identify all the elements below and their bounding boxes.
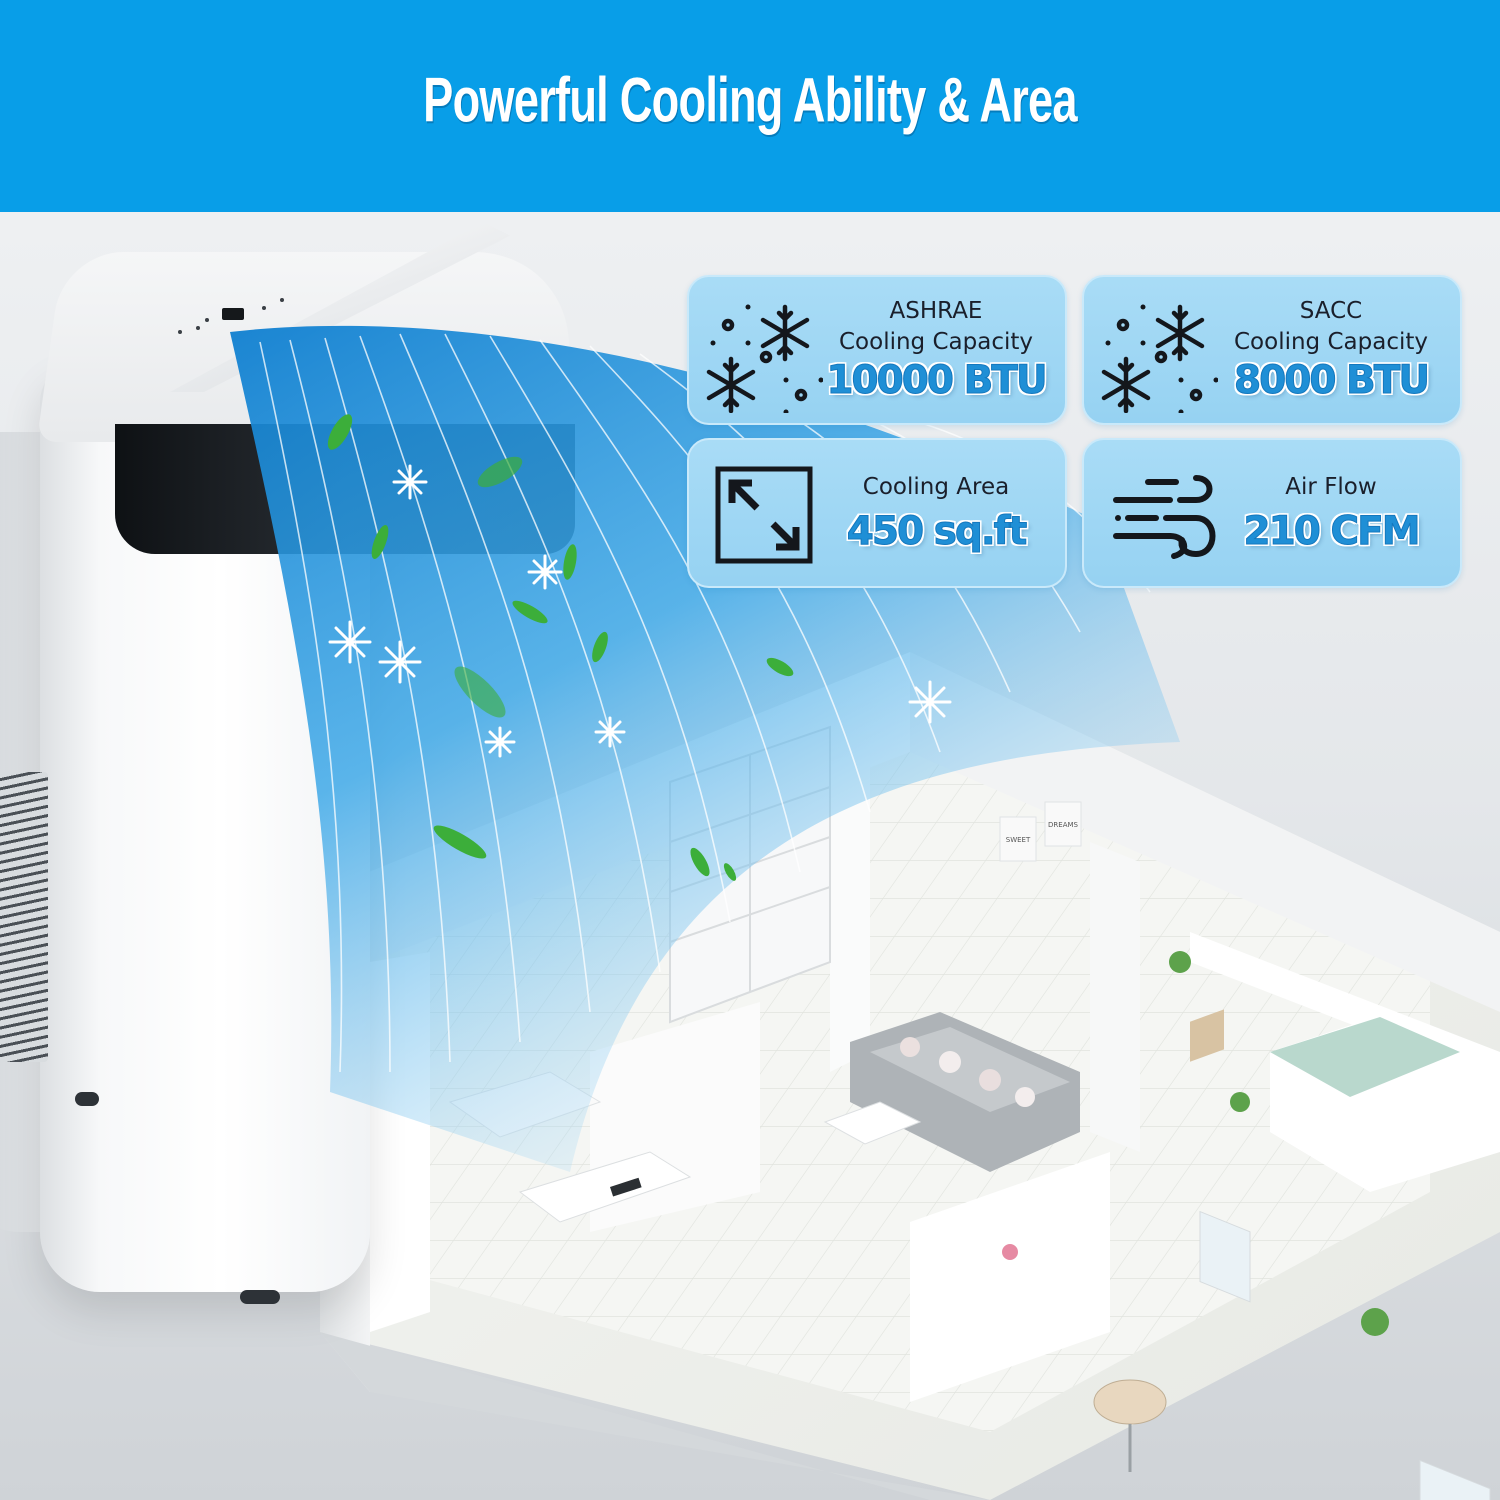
spec-text: SACC Cooling Capacity 8000 BTU: [1216, 277, 1446, 423]
header-banner: Powerful Cooling Ability & Area: [0, 0, 1500, 212]
snowflake-icon: [706, 304, 823, 413]
spec-card-air-flow: Air Flow 210 CFM: [1082, 438, 1462, 588]
spec-text: Cooling Area 450 sq.ft: [821, 440, 1051, 586]
spec-card-sacc: SACC Cooling Capacity 8000 BTU: [1082, 275, 1462, 425]
control-dot-icon: [205, 318, 209, 322]
balcony-furniture: [1093, 1009, 1224, 1472]
expand-arrows-icon: [715, 466, 813, 564]
plants: [1002, 951, 1389, 1336]
apartment-floorplan-illustration: SWEET DREAMS: [320, 652, 1500, 1500]
spec-label-standard: ASHRAE: [889, 298, 983, 324]
product-scene: SWEET DREAMS: [0, 212, 1500, 1500]
spec-value: 8000 BTU: [1233, 358, 1430, 404]
spec-card-cooling-area: Cooling Area 450 sq.ft: [687, 438, 1067, 588]
spec-value: 10000 BTU: [826, 358, 1048, 404]
ac-led-display: [222, 308, 244, 320]
spec-label: Cooling Area: [862, 473, 1010, 500]
spec-value: 210 CFM: [1243, 508, 1421, 554]
banner-title: Powerful Cooling Ability & Area: [423, 64, 1077, 136]
spec-label: Cooling Capacity: [839, 329, 1033, 355]
spec-label: Air Flow: [1285, 473, 1377, 500]
snowflake-icon: [1101, 304, 1218, 413]
control-dot-icon: [178, 330, 182, 334]
wall-art-dreams: DREAMS: [1048, 821, 1079, 829]
spec-text: Air Flow 210 CFM: [1216, 440, 1446, 586]
spec-value: 450 sq.ft: [846, 508, 1028, 554]
bed: [1270, 1012, 1500, 1192]
control-dot-icon: [280, 298, 284, 302]
control-dot-icon: [262, 306, 266, 310]
spec-label: Cooling Capacity: [1234, 329, 1428, 355]
ac-top-panel: [36, 252, 584, 442]
control-dot-icon: [196, 326, 200, 330]
wind-icon: [1113, 475, 1216, 559]
ac-caster-wheel: [75, 1092, 99, 1106]
wall-art-sweet: SWEET: [1006, 836, 1031, 844]
ac-side-vent-grille: [0, 772, 48, 1062]
spec-text: ASHRAE Cooling Capacity 10000 BTU: [821, 277, 1051, 423]
spec-card-ashrae: ASHRAE Cooling Capacity 10000 BTU: [687, 275, 1067, 425]
spec-label-standard: SACC: [1299, 298, 1363, 324]
ac-caster-wheel: [240, 1290, 280, 1304]
ac-black-band: [115, 424, 575, 554]
